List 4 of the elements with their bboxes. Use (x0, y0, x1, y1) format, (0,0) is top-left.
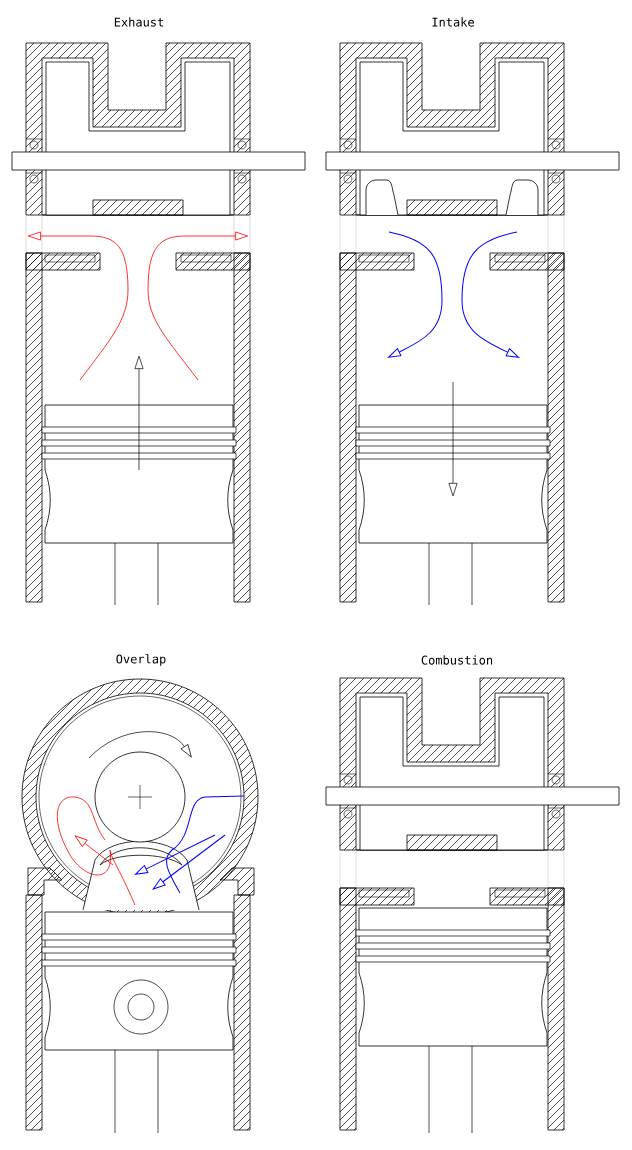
panel-title: Combustion (421, 655, 493, 665)
panel-title: Overlap (116, 654, 166, 666)
panel-title: Intake (432, 17, 474, 27)
panel-title: Exhaust (114, 17, 164, 27)
